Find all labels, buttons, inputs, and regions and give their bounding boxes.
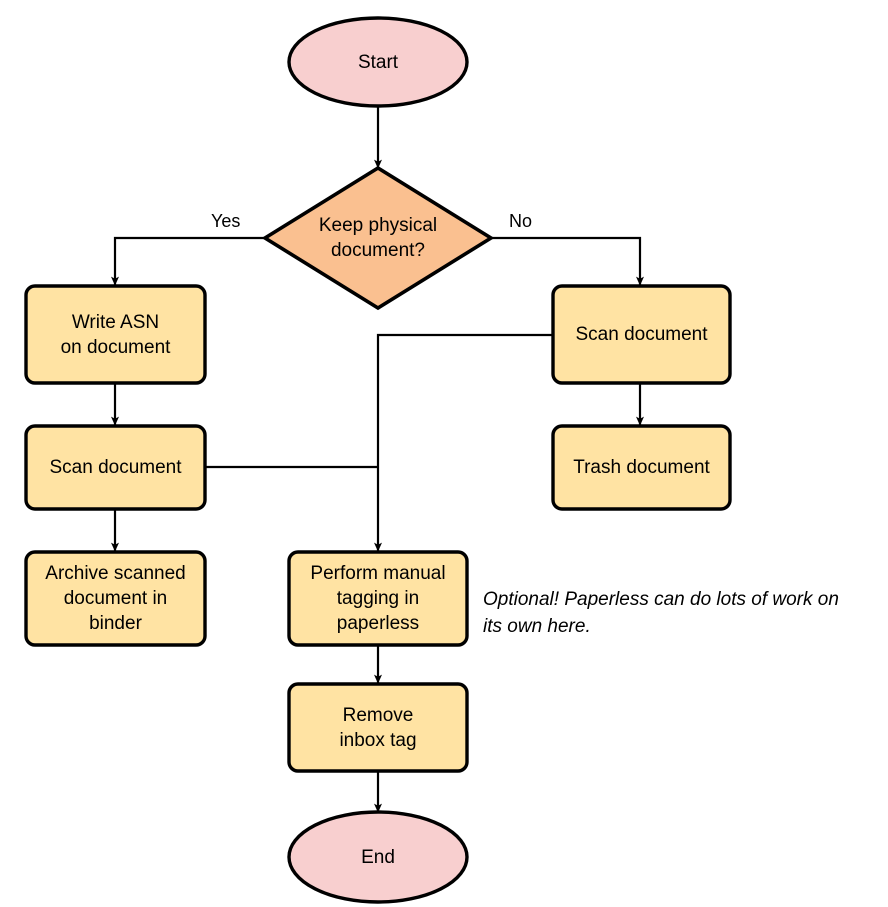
edge-decision-yes-to-write-asn <box>111 236 265 286</box>
node-start-shape[interactable] <box>287 16 469 108</box>
edge-decision-no-to-scan-right <box>491 236 644 286</box>
node-remove-inbox-shape[interactable] <box>287 682 469 773</box>
node-trash-shape[interactable] <box>551 424 732 511</box>
node-archive-binder-shape[interactable] <box>24 550 207 647</box>
edge-label-yes: Yes <box>211 211 241 231</box>
optional-note-text: Optional! Paperless can do lots of work … <box>483 589 839 637</box>
node-write-asn-shape[interactable] <box>24 284 207 385</box>
node-manual-tagging-shape[interactable] <box>287 550 469 647</box>
edge-label-no: No <box>509 211 533 231</box>
edge-scan-right-to-manual-tagging <box>374 333 553 552</box>
node-decision-shape[interactable] <box>261 165 495 311</box>
node-scan-left-shape[interactable] <box>24 424 207 511</box>
node-end-shape[interactable] <box>287 810 469 904</box>
node-scan-right-shape[interactable] <box>551 284 732 385</box>
